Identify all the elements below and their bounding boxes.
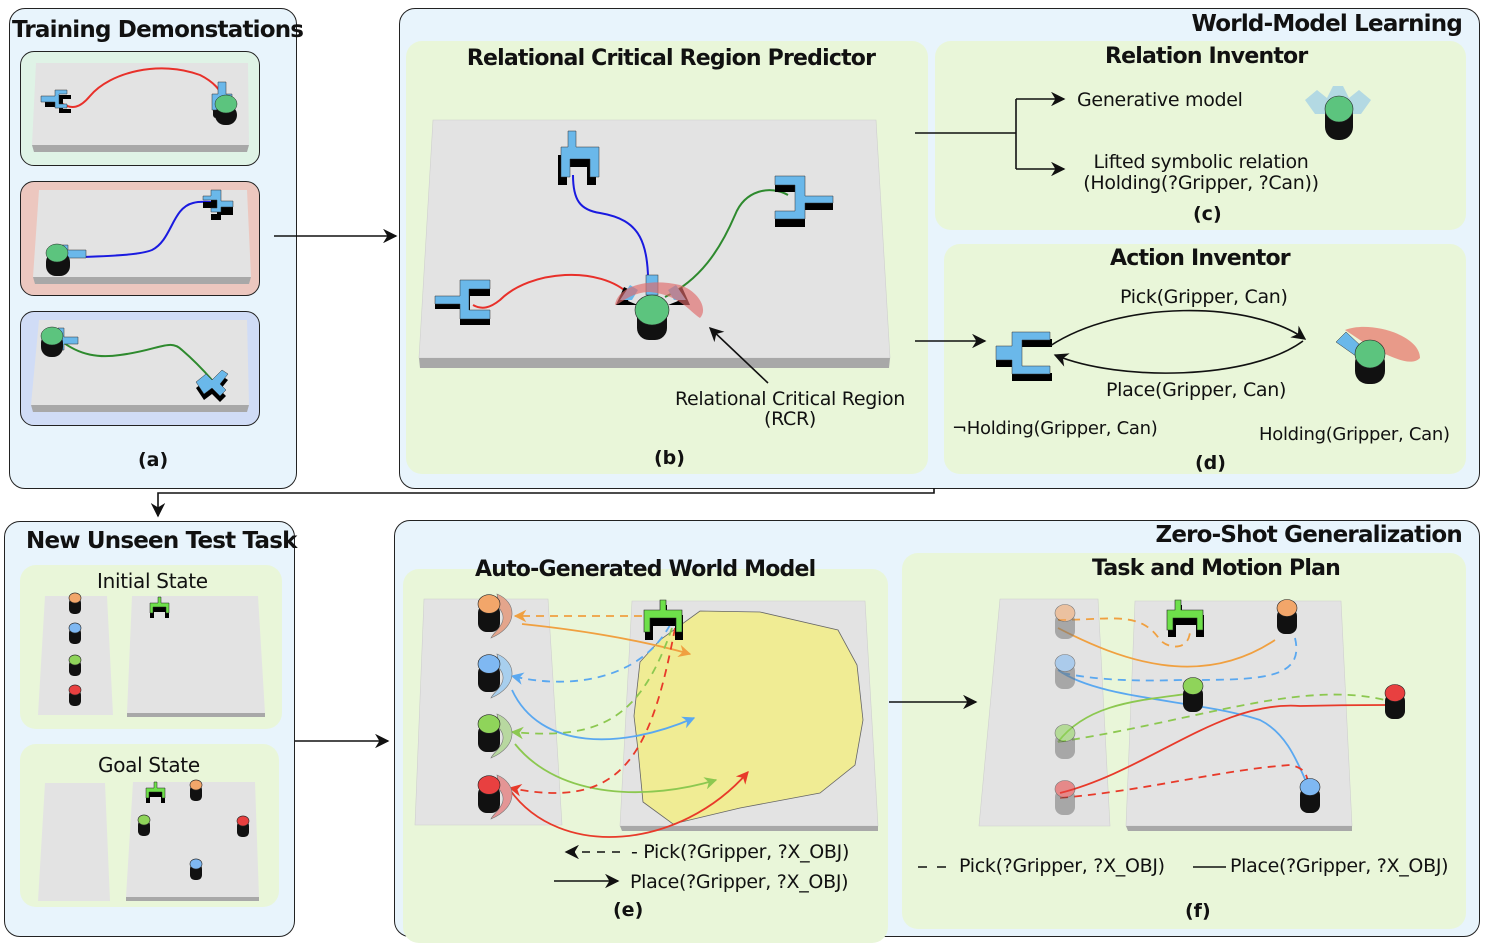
world-model-title: Auto-Generated World Model (475, 557, 816, 582)
demo-card-3 (20, 311, 260, 426)
lifted-relation-line2: (Holding(?Gripper, ?Can)) (1083, 172, 1319, 194)
action-inventor-title: Action Inventor (1110, 246, 1291, 271)
panel-a-label: (a) (138, 449, 169, 471)
zero-shot-title: Zero-Shot Generalization (1155, 522, 1462, 548)
world-model-learning-title: World-Model Learning (1191, 11, 1463, 37)
not-holding-state-label: ¬Holding(Gripper, Can) (952, 418, 1158, 439)
panel-e-legend-place: Place(?Gripper, ?X_OBJ) (630, 871, 849, 893)
initial-state-title: Initial State (97, 569, 208, 593)
panel-b-label: (b) (654, 447, 685, 469)
pick-action-label: Pick(Gripper, Can) (1120, 286, 1288, 308)
rcr-predictor-title: Relational Critical Region Predictor (466, 46, 876, 71)
training-demonstrations-title: Training Demonstations (12, 17, 304, 43)
task-motion-plan-title: Task and Motion Plan (1092, 556, 1341, 581)
rcr-annotation: Relational Critical Region (RCR) (650, 389, 930, 429)
arrow-world-model-to-test-task (150, 488, 935, 518)
demo-card-2 (20, 181, 260, 296)
holding-state-label: Holding(Gripper, Can) (1259, 424, 1450, 445)
panel-e-legend-pick: - Pick(?Gripper, ?X_OBJ) (631, 841, 850, 863)
demo-card-1 (20, 51, 260, 166)
panel-d-label: (d) (1195, 452, 1226, 474)
lifted-relation-line1: Lifted symbolic relation (1093, 151, 1309, 173)
panel-c-label: (c) (1193, 203, 1222, 225)
panel-f-label: (f) (1185, 900, 1211, 922)
relation-inventor-panel (935, 41, 1466, 230)
panel-f-legend-place: Place(?Gripper, ?X_OBJ) (1230, 855, 1449, 877)
relation-inventor-title: Relation Inventor (1105, 44, 1308, 69)
place-action-label: Place(Gripper, Can) (1106, 379, 1287, 401)
rcr-annotation-line1: Relational Critical Region (674, 388, 906, 410)
panel-f-legend-pick: Pick(?Gripper, ?X_OBJ) (959, 855, 1165, 877)
panel-e-label: (e) (613, 899, 644, 921)
rcr-annotation-line2: (RCR) (763, 408, 817, 430)
goal-state-title: Goal State (98, 753, 200, 777)
lifted-relation-label: Lifted symbolic relation (Holding(?Gripp… (1068, 152, 1334, 194)
test-task-title: New Unseen Test Task (26, 528, 297, 554)
generative-model-label: Generative model (1077, 89, 1243, 111)
